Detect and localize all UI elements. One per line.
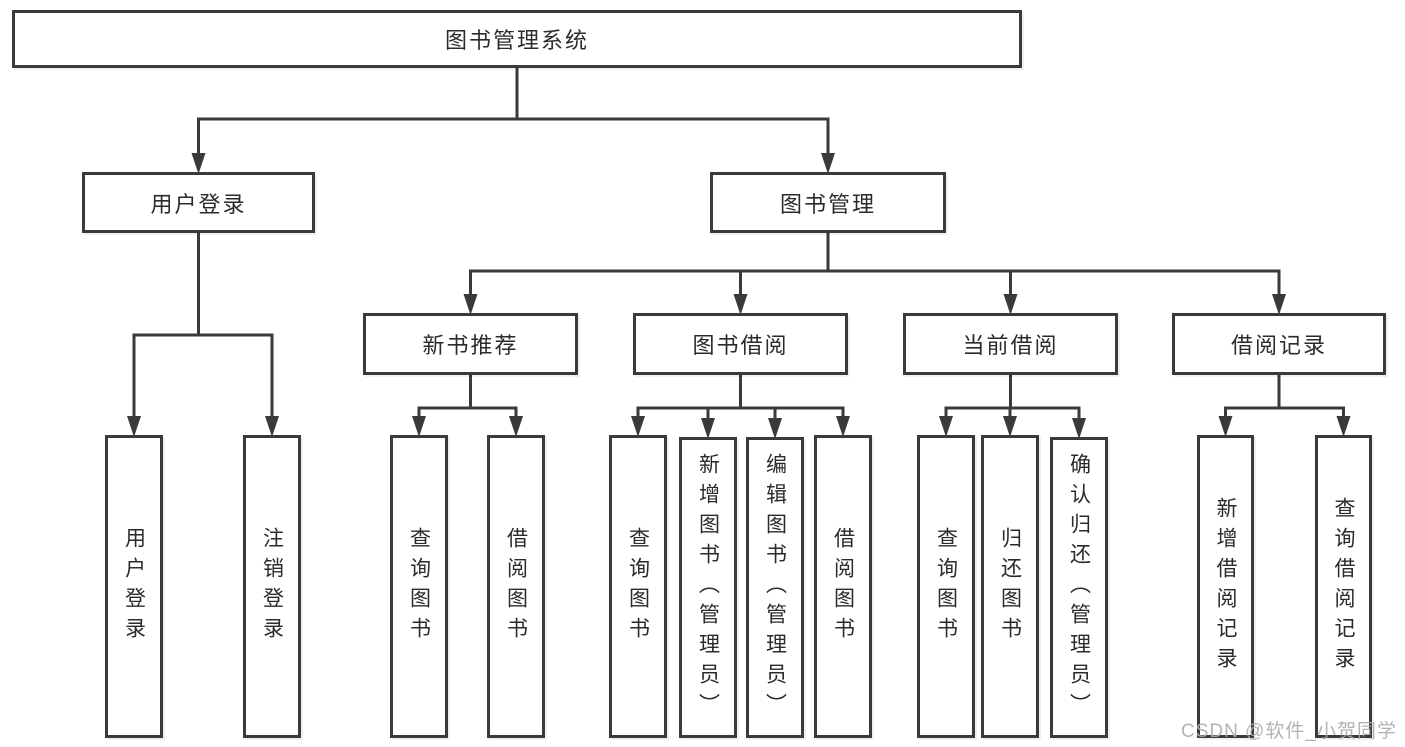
node-book-mgmt: 图书管理 (710, 172, 946, 233)
node-current-borrow: 当前借阅 (903, 313, 1118, 375)
arrowhead-icon (836, 416, 850, 437)
node-borrow-book-2: 借阅图书 (814, 435, 872, 738)
arrowhead-icon (701, 418, 715, 439)
arrowhead-icon (768, 418, 782, 439)
arrowhead-icon (265, 416, 279, 437)
arrowhead-icon (1072, 418, 1086, 439)
arrowhead-icon (631, 416, 645, 437)
node-borrow-book-1: 借阅图书 (487, 435, 545, 738)
node-query-borrow-record: 查询借阅记录 (1315, 435, 1372, 738)
node-user-login-branch: 用户登录 (82, 172, 315, 233)
node-root: 图书管理系统 (12, 10, 1022, 68)
arrowhead-icon (509, 416, 523, 437)
arrowhead-icon (1218, 416, 1233, 437)
arrowhead-icon (1003, 416, 1017, 437)
arrowhead-icon (733, 294, 748, 315)
arrowhead-icon (463, 294, 478, 315)
arrowhead-icon (939, 416, 953, 437)
arrowhead-icon (1272, 294, 1286, 315)
node-add-borrow-record: 新增借阅记录 (1197, 435, 1254, 738)
arrowhead-icon (412, 416, 426, 437)
node-query-book-2: 查询图书 (609, 435, 667, 738)
arrowhead-icon (821, 153, 835, 174)
node-new-book-rec: 新书推荐 (363, 313, 578, 375)
node-logout: 注销登录 (243, 435, 301, 738)
node-confirm-return: 确认归还（管理员） (1050, 437, 1108, 738)
node-query-book-1: 查询图书 (390, 435, 448, 738)
arrowhead-icon (127, 416, 141, 437)
arrowhead-icon (1336, 416, 1351, 437)
node-add-book: 新增图书（管理员） (679, 437, 737, 738)
node-edit-book: 编辑图书（管理员） (746, 437, 804, 738)
watermark: CSDN @软件_小贺同学 (1181, 721, 1397, 742)
node-login: 用户登录 (105, 435, 163, 738)
node-query-book-3: 查询图书 (917, 435, 975, 738)
node-return-book: 归还图书 (981, 435, 1039, 738)
arrowhead-icon (191, 153, 206, 174)
arrowhead-icon (1003, 294, 1018, 315)
node-borrow-records: 借阅记录 (1172, 313, 1386, 375)
node-book-borrow: 图书借阅 (633, 313, 848, 375)
